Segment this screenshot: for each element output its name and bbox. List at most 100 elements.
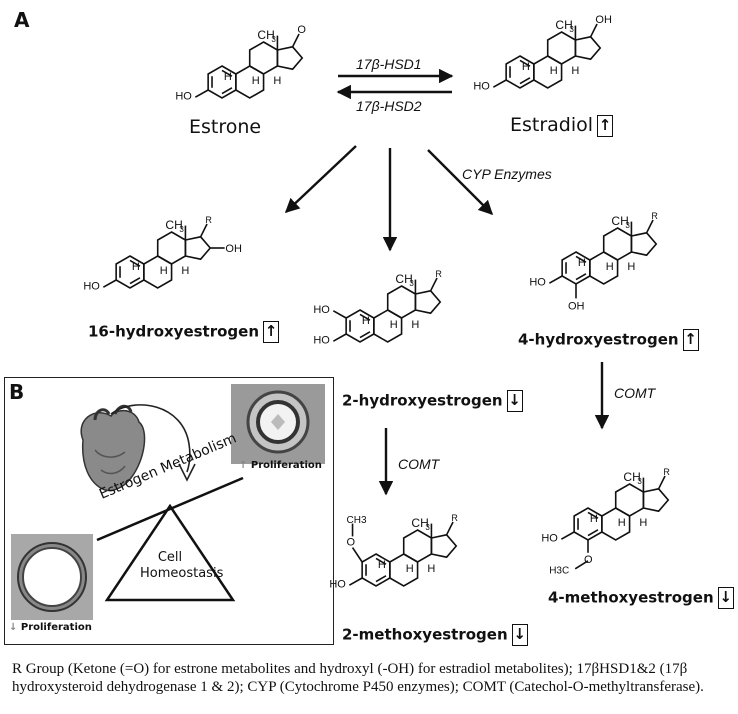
stereo-h: H [522, 61, 530, 73]
trend-up-icon: ↑ [239, 460, 248, 471]
aromatic-bond [519, 59, 531, 67]
16-hydroxyestrogen-label: 16-hydroxyestrogen↑ [88, 321, 280, 343]
proliferation-down-caption: ↓ Proliferation [9, 622, 92, 633]
c17-label: R [451, 513, 458, 523]
trend-up-icon: ↑ [597, 114, 614, 137]
methoxy-ch3: CH3 [347, 515, 367, 526]
stereo-h: H [181, 265, 189, 277]
aromatic-bond [375, 575, 387, 583]
c17-bond [589, 23, 598, 38]
methyl-subscript: 3 [425, 523, 430, 532]
enzyme-17b-hsd1: 17β-HSD1 [356, 56, 422, 72]
c17-bond [291, 33, 300, 48]
methyl-subscript: 3 [271, 35, 276, 44]
c3-label: HO [175, 91, 192, 103]
panel-a-label: A [14, 8, 30, 32]
c17-label: R [663, 467, 670, 477]
stereo-h: H [606, 261, 614, 273]
ring-c [614, 483, 645, 517]
c3-label: HO [529, 277, 546, 289]
c17-label: OH [595, 14, 612, 26]
c17-label: R [435, 269, 442, 279]
stereo-h: H [427, 563, 435, 575]
methyl-label: CH [611, 214, 628, 228]
stereo-h: H [132, 261, 140, 273]
c17-label: R [651, 211, 658, 221]
c3-label: HO [473, 81, 490, 93]
c4-label: OH [568, 300, 585, 312]
aromatic-bond [575, 255, 587, 263]
vessel-proliferation-down-image [11, 534, 93, 620]
aromatic-bond [519, 77, 531, 85]
ring-d [630, 231, 658, 257]
aromatic-bond [375, 557, 387, 565]
aromatic-bond [575, 273, 587, 281]
stereo-h: H [390, 319, 398, 331]
heart-icon [80, 404, 196, 492]
c3-bond [560, 531, 575, 540]
enzyme-17b-hsd2: 17β-HSD2 [356, 98, 422, 114]
methoxy-o: O [584, 554, 593, 566]
ring-d [184, 235, 212, 261]
aromatic-bond [359, 313, 371, 321]
c17-bond [199, 223, 208, 238]
c3-bond [348, 577, 363, 586]
methoxy-o: O [347, 537, 356, 549]
cell-homeostasis-label: Cell Homeostasis [140, 550, 224, 581]
c17-label: O [297, 24, 306, 36]
c16-label: OH [225, 243, 242, 255]
c3-label: HO [541, 533, 558, 545]
aromatic-bond [129, 259, 141, 267]
methyl-label: CH [555, 18, 572, 32]
ring-c [402, 529, 433, 563]
proliferation-up-caption: ↑ Proliferation [239, 460, 322, 471]
c2-bond [351, 547, 363, 563]
stereo-h: H [406, 563, 414, 575]
c3-bond [332, 333, 347, 342]
enzyme-comt-4: COMT [614, 385, 656, 401]
methyl-subscript: 3 [179, 225, 184, 234]
enzyme-comt-2: COMT [398, 456, 440, 472]
2-methoxyestrogen-label: 2-methoxyestrogen↓ [342, 624, 528, 646]
aromatic-bond [129, 277, 141, 285]
stereo-h: H [378, 559, 386, 571]
trend-up-icon: ↑ [682, 329, 699, 351]
2-hydroxyestrogen-label: 2-hydroxyestrogen↓ [342, 390, 523, 412]
c3-bond [102, 279, 117, 288]
stereo-h: H [252, 75, 260, 87]
ring-c [386, 285, 417, 319]
stereo-h: H [411, 319, 419, 331]
ring-d [574, 35, 602, 61]
aromatic-bond [221, 69, 233, 77]
ring-c [546, 31, 577, 65]
stereo-h: H [639, 517, 647, 529]
ring-d [276, 45, 304, 71]
aromatic-bond [587, 529, 599, 537]
stereo-h: H [224, 71, 232, 83]
methyl-subscript: 3 [569, 25, 574, 34]
balance-scale [96, 476, 244, 602]
arrow-to-4-hydroxy [427, 149, 494, 216]
ring-d [430, 533, 458, 559]
vessel-proliferation-up-image [231, 384, 325, 464]
trend-down-icon: ↓ [506, 390, 523, 412]
c17-label: R [205, 215, 212, 225]
stereo-h: H [550, 65, 558, 77]
methyl-label: CH [165, 218, 182, 232]
aromatic-bond [221, 87, 233, 95]
ring-c [248, 41, 279, 75]
trend-down-icon: ↓ [9, 622, 18, 633]
c3-label: HO [83, 281, 100, 293]
stereo-h: H [627, 261, 635, 273]
methyl-subscript: 3 [637, 477, 642, 486]
ring-c [602, 227, 633, 261]
c3-bond [492, 79, 507, 88]
c3-bond [194, 89, 209, 98]
methoxy-h3c: H3C [549, 566, 569, 577]
estradiol-label: Estradiol↑ [510, 114, 614, 137]
trend-down-icon: ↓ [511, 624, 528, 646]
stereo-h: H [160, 265, 168, 277]
c2-label: HO [313, 304, 330, 316]
stereo-h: H [590, 513, 598, 525]
methyl-subscript: 3 [625, 221, 630, 230]
